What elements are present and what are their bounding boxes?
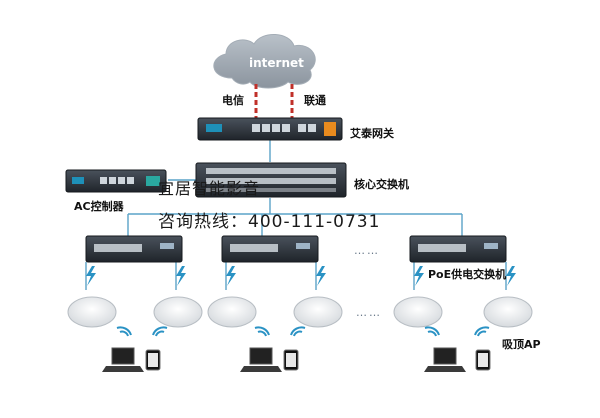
ellipsis-lower: …… (356, 306, 382, 319)
wifi-signal-icons (116, 326, 490, 337)
internet-cloud (213, 34, 316, 89)
ac-controller-label: AC控制器 (74, 200, 124, 213)
isp-links (254, 84, 294, 118)
poe-switch-3 (409, 235, 507, 263)
watermark-hotline: 咨询热线：400-111-0731 (158, 212, 381, 232)
gateway-label: 艾泰网关 (350, 127, 394, 140)
ellipsis-upper: …… (354, 244, 380, 257)
poe-switch-label: PoE供电交换机 (428, 268, 507, 281)
core-switch-device (195, 162, 347, 198)
ac-controller-device (65, 169, 167, 193)
poe-switch-1 (85, 235, 183, 263)
poe-bolt-icons (86, 266, 516, 286)
isp-label-telecom: 电信 (222, 94, 244, 107)
client-device-icons (102, 347, 491, 372)
ceiling-ap-label: 吸顶AP (502, 338, 541, 351)
core-switch-label: 核心交换机 (354, 178, 409, 191)
ceiling-ap-icons (67, 296, 533, 328)
isp-label-unicom: 联通 (304, 94, 326, 107)
watermark-brand: 宜居智能影音 (158, 179, 261, 198)
gateway-device (197, 117, 343, 141)
internet-label: internet (249, 56, 304, 70)
poe-switch-2 (221, 235, 319, 263)
